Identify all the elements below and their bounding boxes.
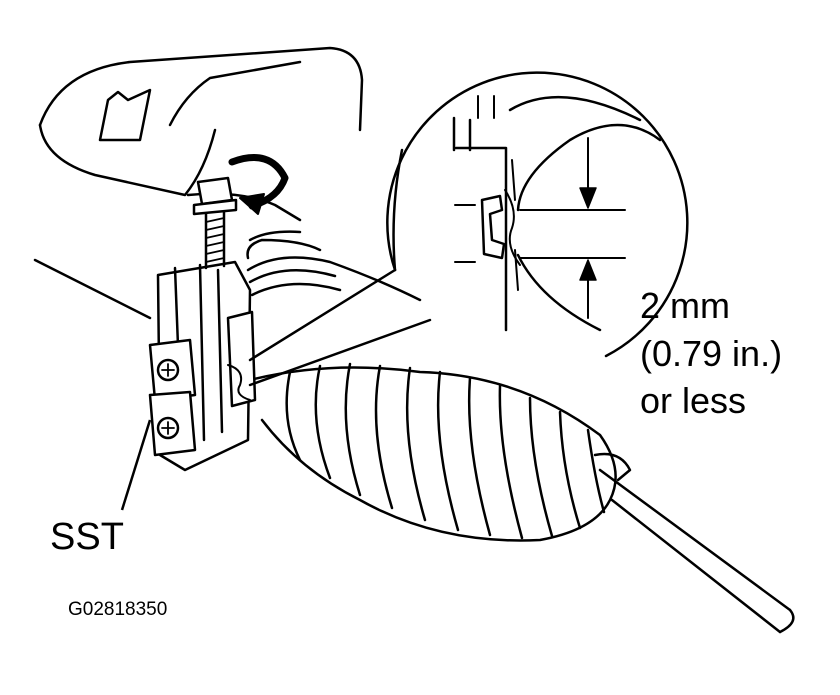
spec-measurement-mm: 2 mm: [640, 285, 730, 326]
sst-bolt: [192, 176, 238, 270]
spec-measurement-in: (0.79 in.): [640, 333, 783, 374]
magnifier-leader-lines: [248, 268, 432, 387]
magnified-detail: [386, 71, 689, 358]
boot-small-section: [246, 230, 422, 302]
spec-qualifier: or less: [640, 380, 747, 421]
sst-tool: [148, 260, 257, 472]
dimension-arrow-icon: [519, 137, 626, 319]
rotation-arrow-icon: [228, 154, 289, 215]
rack-boot: [248, 362, 632, 542]
sst-label: SST: [50, 516, 124, 558]
tie-rod: [598, 468, 795, 634]
figure-id: G02818350: [68, 599, 168, 620]
